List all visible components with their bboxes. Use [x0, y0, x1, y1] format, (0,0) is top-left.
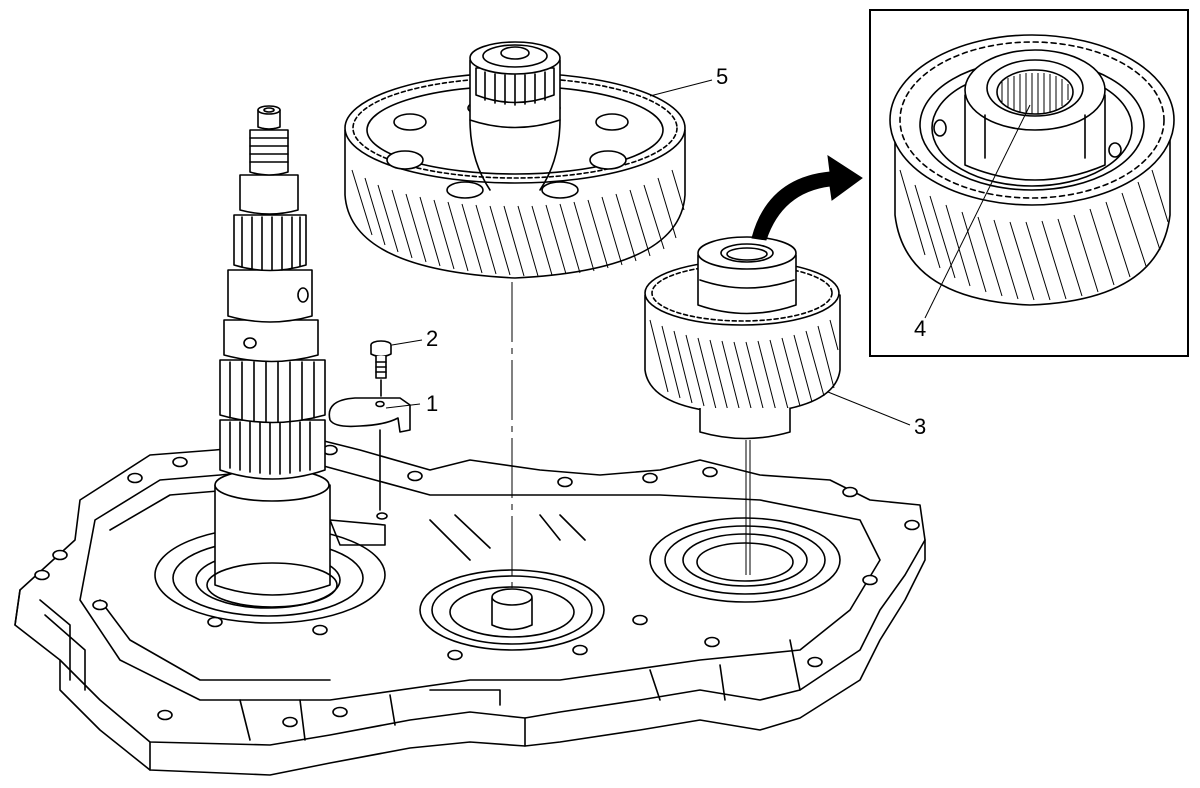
- large-gear-teeth: [351, 169, 685, 277]
- center-bearing-bore: [419, 569, 605, 651]
- retainer-plate: [328, 397, 411, 520]
- callout-2-label: 2: [426, 326, 438, 351]
- inset-gear-teeth: [899, 169, 1169, 301]
- callout-4-label: 4: [914, 316, 926, 341]
- large-gear-hub: [469, 41, 561, 191]
- output-shaft: [206, 105, 338, 608]
- callout-4: 4: [914, 104, 1031, 341]
- flange-bolt-holes: [34, 444, 920, 728]
- transmission-case-housing: [14, 439, 926, 776]
- retaining-bolt: [370, 340, 392, 397]
- callout-3-label: 3: [914, 414, 926, 439]
- callout-3: 3: [827, 391, 926, 439]
- large-drive-gear: [344, 41, 686, 590]
- detail-view-arrow: [751, 154, 863, 241]
- callout-5: 5: [649, 64, 728, 97]
- callout-5-label: 5: [716, 64, 728, 89]
- detail-inset: [869, 9, 1189, 357]
- callout-1: 1: [385, 391, 438, 416]
- driven-gear: [644, 236, 841, 575]
- right-bearing-bore: [649, 517, 841, 603]
- driven-gear-teeth: [649, 319, 839, 413]
- callout-1-label: 1: [426, 391, 438, 416]
- inset-internal-splines: [1001, 73, 1069, 114]
- callout-2: 2: [391, 326, 438, 351]
